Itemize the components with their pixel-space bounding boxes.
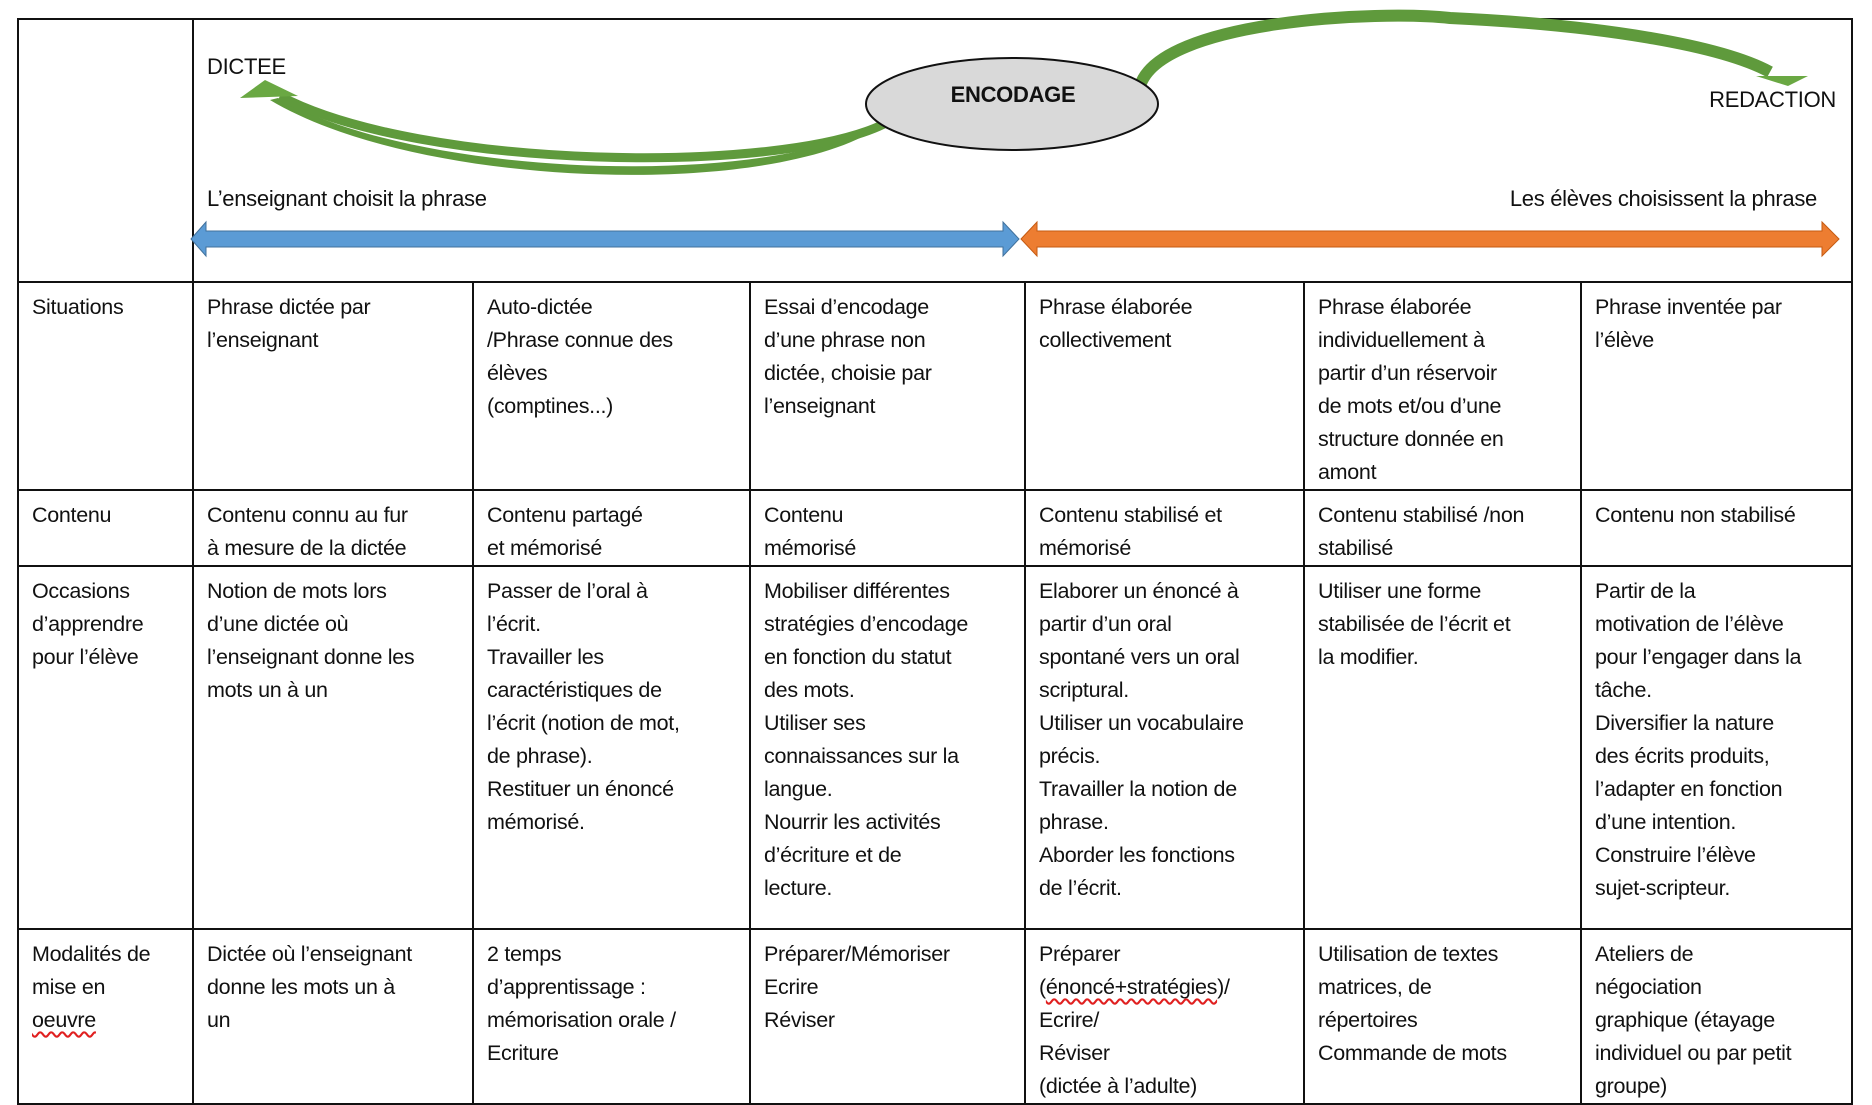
table-cell: Contenu mémorisé (749, 489, 1026, 567)
table-row-occasions: Occasions d’apprendre pour l’élève Notio… (17, 565, 1854, 930)
table-cell: Phrase dictée par l’enseignant (192, 281, 474, 491)
table-cell: Phrase élaborée individuellement à parti… (1303, 281, 1582, 491)
blue-double-arrow-icon (190, 220, 1020, 258)
row-header: Occasions d’apprendre pour l’élève (17, 565, 194, 930)
table-cell: Ateliers de négociation graphique (étaya… (1579, 928, 1854, 1105)
table-cell: Phrase inventée par l’élève (1579, 281, 1854, 491)
table-cell: Contenu stabilisé /non stabilisé (1303, 489, 1582, 567)
table-cell: Dictée où l’enseignant donne les mots un… (192, 928, 474, 1105)
table-row-modalites: Modalités de mise en oeuvre Dictée où l’… (17, 928, 1854, 1105)
diagram-arrows (190, 9, 1840, 258)
cell-text: )/ Ecrire/ Réviser (dictée à l’adulte) (1039, 975, 1230, 1098)
green-arrow-to-dictee-icon (270, 98, 890, 175)
table-row-situations: Situations Phrase dictée par l’enseignan… (17, 281, 1854, 491)
table-cell: Préparer (énoncé+stratégies)/ Ecrire/ Ré… (1024, 928, 1305, 1105)
row-header: Modalités de mise en oeuvre (17, 928, 194, 1105)
orange-double-arrow-icon (1020, 220, 1840, 258)
row-header: Contenu (17, 489, 194, 567)
table-cell: 2 temps d’apprentissage : mémorisation o… (472, 928, 751, 1105)
table-cell: Passer de l’oral à l’écrit. Travailler l… (472, 565, 751, 930)
encodage-label: ENCODAGE (950, 82, 1076, 107)
table-cell: Contenu non stabilisé (1579, 489, 1854, 567)
table-cell: Phrase élaborée collectivement (1024, 281, 1305, 491)
dictee-arrowhead (240, 80, 298, 98)
row-header: Situations (17, 281, 194, 491)
spellcheck-word: oeuvre (32, 1008, 96, 1032)
table-cell: Utilisation de textes matrices, de réper… (1303, 928, 1582, 1105)
redaction-label: REDACTION (1709, 87, 1836, 112)
table-cell: Contenu stabilisé et mémorisé (1024, 489, 1305, 567)
encodage-table: Situations Phrase dictée par l’enseignan… (17, 18, 1854, 1105)
table-cell: Elaborer un énoncé à partir d’un oral sp… (1024, 565, 1305, 930)
table-cell: Mobiliser différentes stratégies d’encod… (749, 565, 1026, 930)
dictee-label: DICTEE (207, 54, 286, 79)
cell-text: Préparer ( (1039, 942, 1121, 999)
green-arrow-to-redaction-icon (1134, 9, 1773, 89)
header-text: Modalités de mise en (32, 942, 151, 999)
empty-corner-cell (17, 18, 194, 283)
encodage-ellipse (865, 57, 1159, 151)
table-cell: Utiliser une forme stabilisée de l’écrit… (1303, 565, 1582, 930)
table-cell: Essai d’encodage d’une phrase non dictée… (749, 281, 1026, 491)
spellcheck-word: énoncé+stratégies (1045, 975, 1218, 999)
table-cell: Partir de la motivation de l’élève pour … (1579, 565, 1854, 930)
table-cell: Contenu partagé et mémorisé (472, 489, 751, 567)
redaction-arrowhead (1756, 76, 1808, 86)
table-cell: Contenu connu au fur à mesure de la dict… (192, 489, 474, 567)
students-choice-label: Les élèves choisissent la phrase (1509, 186, 1817, 211)
table-cell: Notion de mots lors d’une dictée où l’en… (192, 565, 474, 930)
teacher-choice-label: L’enseignant choisit la phrase (207, 186, 487, 211)
table-cell: Préparer/Mémoriser Ecrire Réviser (749, 928, 1026, 1105)
table-row-contenu: Contenu Contenu connu au fur à mesure de… (17, 489, 1854, 567)
table-cell: Auto-dictée /Phrase connue des élèves (c… (472, 281, 751, 491)
